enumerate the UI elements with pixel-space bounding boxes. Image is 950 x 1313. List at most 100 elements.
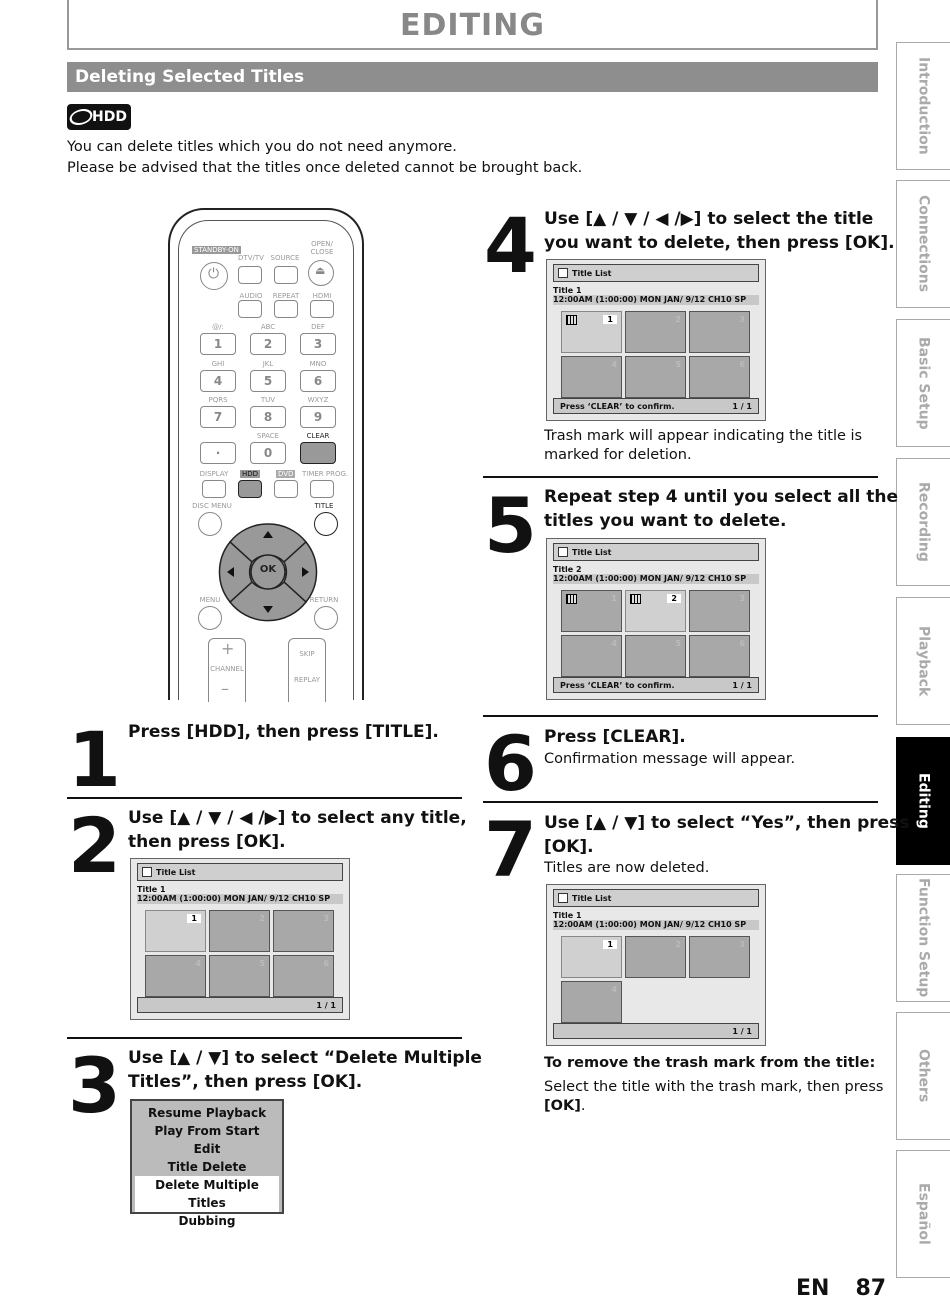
step-4-title: Use [▲ / ▼ / ◀ /▶] to select the title y… [544,209,895,253]
screen-footer: Press ‘CLEAR’ to confirm.1 / 1 [553,398,759,414]
dtv-tv-label: DTV/TV [238,254,264,262]
folder-icon [558,893,568,903]
hdd-button [238,480,262,498]
repeat-button [274,300,298,318]
key-3: 3 [300,333,336,355]
menu-label: MENU [199,596,221,604]
audio-button [238,300,262,318]
step-1-number: 1 [68,715,121,804]
page-title: EDITING [400,8,545,43]
step-2-title: Use [▲ / ▼ / ◀ /▶] to select any title, … [128,808,467,852]
tab-editing[interactable]: Editing [896,737,950,865]
ok-label: OK [259,564,277,575]
key-2: 2 [250,333,286,355]
open-close-label: OPEN/ CLOSE [310,240,334,256]
hdmi-button [310,300,334,318]
return-button [314,606,338,630]
replay-label: REPLAY [293,676,321,684]
step-5-number: 5 [484,481,537,570]
key-9-letters: WXYZ [307,396,329,404]
thumbnail: 1 [561,311,622,353]
tab-basic-setup[interactable]: Basic Setup [896,319,950,447]
step-4-text: Trash mark will appear indicating the ti… [544,428,863,463]
divider [67,1037,462,1039]
tab-espanol[interactable]: Español [896,1150,950,1278]
thumbnail: 5 [625,635,686,677]
thumbnail: 3 [273,910,334,952]
step-5-title: Repeat step 4 until you select all the t… [544,487,899,531]
step-3-title: Use [▲ / ▼] to select “Delete Multiple T… [128,1048,482,1092]
thumbnail: 2 [625,311,686,353]
key-0: 0 [250,442,286,464]
title-list-screen: Title List Title 2 12:00AM (1:00:00) MON… [546,538,766,700]
power-icon: ⏻ [208,266,220,282]
menu-item-title-delete: Title Delete [167,1160,247,1174]
step-1-title: Press [HDD], then press [TITLE]. [128,722,439,742]
channel-rocker: + – [208,638,246,702]
right-arrow-icon [302,567,309,577]
screen-title-name: Title 1 [137,885,166,894]
tab-recording[interactable]: Recording [896,458,950,586]
key-5: 5 [250,370,286,392]
key-6-letters: MNO [309,360,327,368]
left-arrow-icon [227,567,234,577]
key-1-letters: @/: [212,323,224,331]
thumbnail: 4 [561,635,622,677]
up-arrow-icon [263,531,273,538]
step-7-number: 7 [484,805,537,894]
screen-title-name: Title 1 [553,911,582,920]
tab-playback[interactable]: Playback [896,597,950,725]
tab-function-setup[interactable]: Function Setup [896,874,950,1002]
thumbnail: 1 [561,590,622,632]
disc-menu-button [198,512,222,536]
thumbnail: 4 [561,356,622,398]
power-button: ⏻ [200,262,228,290]
repeat-label: REPEAT [272,292,300,300]
menu-item-resume-playback: Resume Playback [147,1106,267,1120]
trash-icon [566,594,577,604]
eject-button: ⏏ [308,260,334,286]
standby-label: STANDBY-ON [192,246,241,254]
step-6-text: Confirmation message will appear. [544,751,796,767]
key-8: 8 [250,406,286,428]
key-2-letters: ABC [260,323,276,331]
tab-connections[interactable]: Connections [896,180,950,308]
timer-prog-label: TIMER PROG. [302,470,349,478]
screen-info: 12:00AM (1:00:00) MON JAN/ 9/12 CH10 SP [553,295,759,305]
dvd-label: DVD [276,470,296,478]
menu-item-delete-multiple-titles: Delete Multiple Titles [135,1176,279,1212]
ok-button [250,554,286,590]
source-label: SOURCE [270,254,300,262]
intro-text: You can delete titles which you do not n… [67,139,583,176]
key-7-letters: PQRS [208,396,228,404]
screen-footer: Press ‘CLEAR’ to confirm.1 / 1 [553,677,759,693]
step-7-title: Use [▲ / ▼] to select “Yes”, then press … [544,813,910,857]
title-list-screen: Title List Title 1 12:00AM (1:00:00) MON… [130,858,350,1020]
screen-info: 12:00AM (1:00:00) MON JAN/ 9/12 CH10 SP [137,894,343,904]
divider [483,476,878,478]
thumbnail: 5 [209,955,270,997]
thumbnail: 6 [689,356,750,398]
dpad [218,523,318,622]
screen-title-name: Title 2 [553,565,582,574]
minus-icon: – [221,679,229,698]
eject-icon: ⏏ [315,264,326,277]
tab-introduction[interactable]: Introduction [896,42,950,170]
page-number: 87 [855,1276,887,1301]
timer-prog-button [310,480,334,498]
divider [67,797,462,799]
channel-label: CHANNEL [210,665,244,673]
menu-item-edit: Edit [193,1142,221,1156]
hdd-badge: HDD [67,104,131,130]
screen-footer: 1 / 1 [137,997,343,1013]
space-label: SPACE [256,432,280,440]
display-label: DISPLAY [199,470,229,478]
menu-item-dubbing: Dubbing [178,1214,236,1228]
key-7: 7 [200,406,236,428]
thumbnail: 2 [209,910,270,952]
divider [483,801,878,803]
tab-others[interactable]: Others [896,1012,950,1140]
key-9: 9 [300,406,336,428]
hdd-label: HDD [240,470,261,478]
